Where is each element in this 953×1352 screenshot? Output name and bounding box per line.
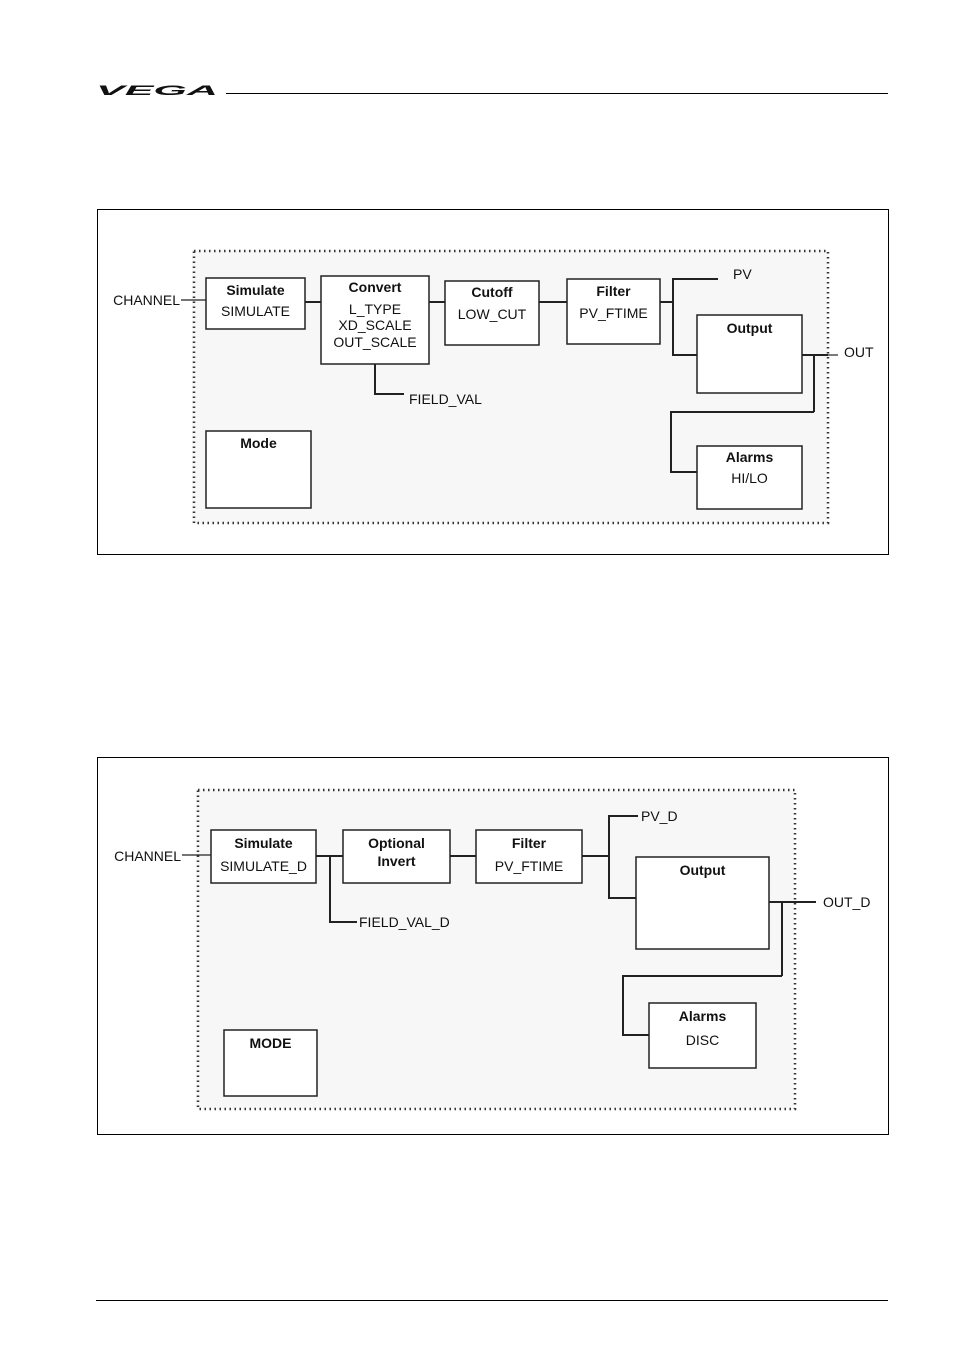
- field-val-d-label: FIELD_VAL_D: [359, 914, 450, 930]
- output-title: Output: [680, 862, 726, 878]
- alarms-param: HI/LO: [731, 470, 768, 486]
- pv-d-label: PV_D: [641, 808, 678, 824]
- convert-param: OUT_SCALE: [333, 334, 416, 350]
- filter-title: Filter: [596, 283, 631, 299]
- simulate-title: Simulate: [234, 835, 293, 851]
- alarms-title: Alarms: [726, 449, 774, 465]
- convert-param: XD_SCALE: [338, 317, 411, 333]
- filter-param: PV_FTIME: [579, 305, 647, 321]
- invert-title: Optional: [368, 835, 425, 851]
- alarms-param: DISC: [686, 1032, 719, 1048]
- logo-text: VEGA: [96, 82, 218, 98]
- out-d-label: OUT_D: [823, 894, 870, 910]
- filter-param: PV_FTIME: [495, 858, 563, 874]
- simulate-param: SIMULATE: [221, 303, 290, 319]
- channel-label: CHANNEL: [113, 292, 180, 308]
- alarms-title: Alarms: [679, 1008, 727, 1024]
- discrete-input-block-diagram: Simulate SIMULATE_D Optional Invert Filt…: [97, 757, 889, 1135]
- field-val-label: FIELD_VAL: [409, 391, 482, 407]
- invert-title: Invert: [377, 853, 415, 869]
- simulate-title: Simulate: [226, 282, 285, 298]
- analog-input-block-diagram: Simulate SIMULATE Convert L_TYPE XD_SCAL…: [97, 209, 889, 555]
- mode-title: MODE: [250, 1035, 292, 1051]
- filter-title: Filter: [512, 835, 547, 851]
- cutoff-title: Cutoff: [471, 284, 513, 300]
- simulate-param: SIMULATE_D: [220, 858, 307, 874]
- convert-param: L_TYPE: [349, 301, 401, 317]
- convert-title: Convert: [349, 279, 402, 295]
- mode-title: Mode: [240, 435, 277, 451]
- vega-logo: VEGA: [96, 64, 220, 98]
- out-label: OUT: [844, 344, 874, 360]
- output-title: Output: [727, 320, 773, 336]
- header-rule: [226, 93, 888, 94]
- pv-label: PV: [733, 266, 752, 282]
- cutoff-param: LOW_CUT: [458, 306, 527, 322]
- channel-label: CHANNEL: [114, 848, 181, 864]
- footer-rule: [96, 1300, 888, 1301]
